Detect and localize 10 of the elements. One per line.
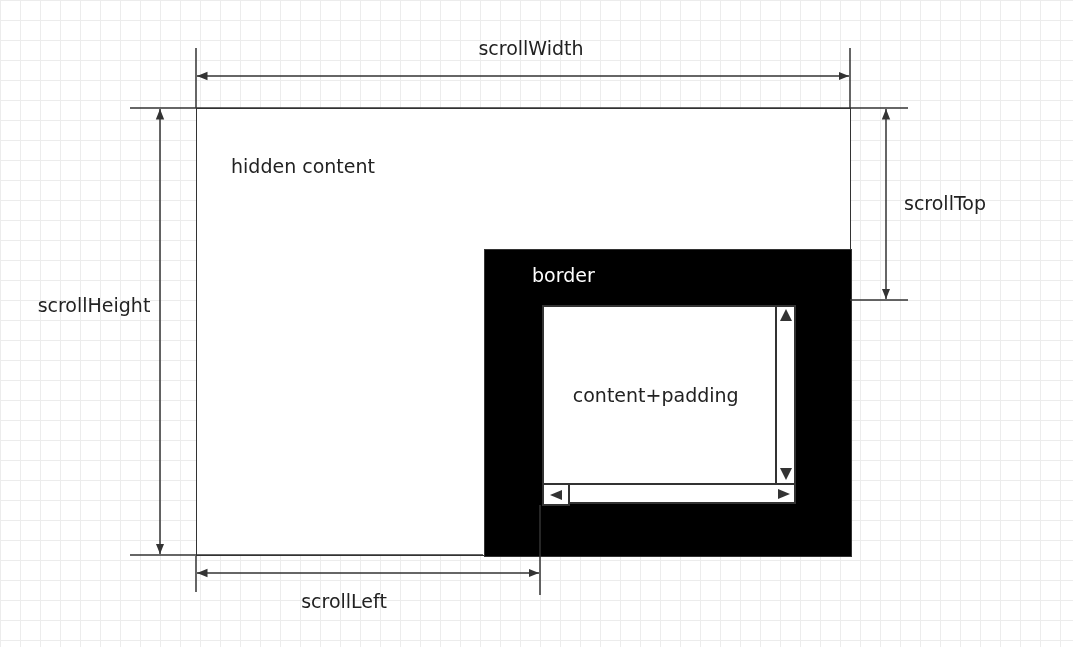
dimension-label: scrollWidth xyxy=(478,37,584,59)
content-box xyxy=(542,305,796,504)
content-label: content+padding xyxy=(572,384,739,406)
scroll-area-box xyxy=(196,108,851,556)
border-box xyxy=(484,249,852,557)
dimension-label: scrollLeft xyxy=(301,590,387,612)
dimension-label: scrollHeight xyxy=(37,294,151,316)
dimension-label: scrollTop xyxy=(904,192,986,214)
area-label: hidden content xyxy=(231,155,375,177)
border-label: border xyxy=(532,264,595,286)
